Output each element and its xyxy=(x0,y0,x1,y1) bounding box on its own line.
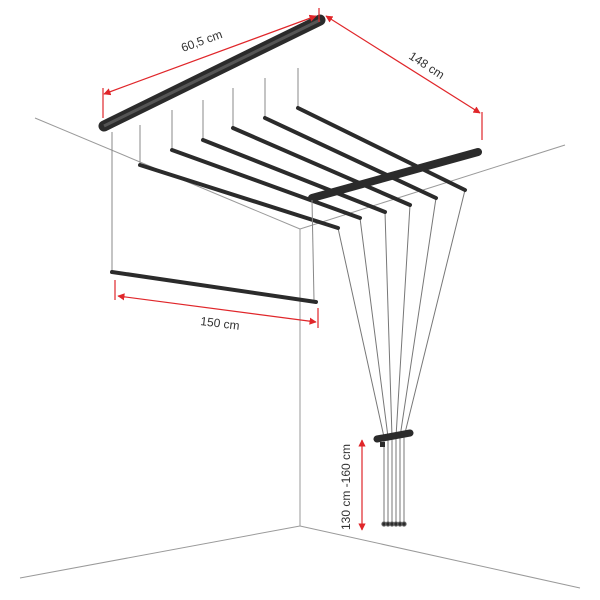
lowered-rod xyxy=(110,270,318,304)
rod-length-label: 150 cm xyxy=(200,314,241,333)
drying-rod xyxy=(231,126,412,207)
drying-rod xyxy=(170,148,362,220)
cord-clamp xyxy=(373,429,414,447)
width-dimension-label: 60,5 cm xyxy=(179,27,224,55)
drying-rod xyxy=(201,138,387,214)
length-dimension-label: 148 cm xyxy=(406,49,447,82)
pull-cord xyxy=(403,189,466,522)
drying-rod xyxy=(263,116,438,200)
pull-cord xyxy=(395,204,411,522)
drying-rod xyxy=(138,163,340,230)
height-range-label: 130 cm -160 cm xyxy=(339,444,353,530)
pull-cord xyxy=(399,197,437,522)
room-corner xyxy=(19,117,581,589)
dimension-lines xyxy=(102,8,483,531)
drying-rods xyxy=(138,106,467,230)
cord-end-knob xyxy=(401,521,407,527)
drying-rod xyxy=(296,106,467,192)
